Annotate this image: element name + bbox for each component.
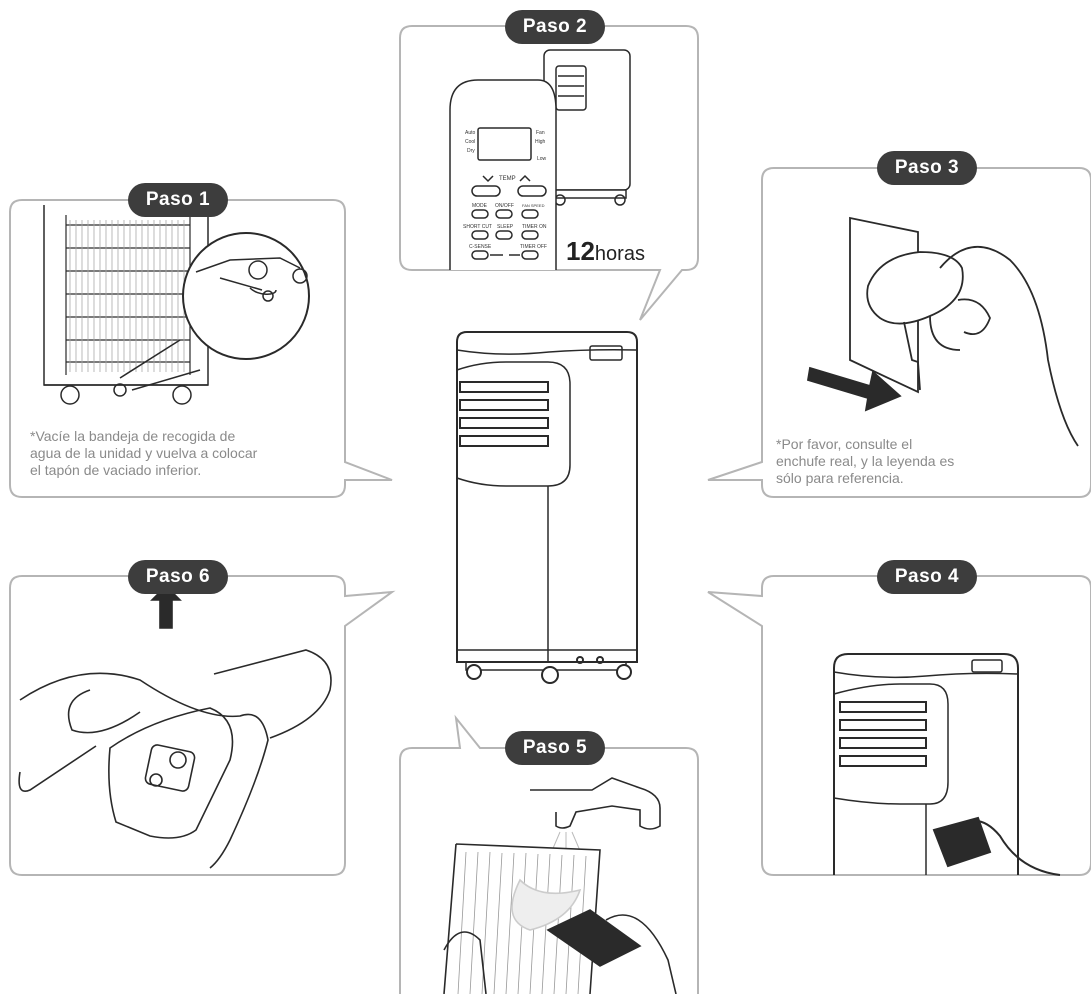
remote-btn-shortcut: SHORT CUT xyxy=(463,224,492,230)
step3-note-line: *Por favor, consulte el xyxy=(776,436,954,453)
step1-note-line: *Vacíe la bandeja de recogida de xyxy=(30,428,257,445)
step4-illustration xyxy=(834,654,1060,875)
drying-time: 12horas xyxy=(566,236,645,267)
step1-note: *Vacíe la bandeja de recogida de agua de… xyxy=(30,428,257,479)
step6-illustration xyxy=(19,586,331,868)
remote-btn-csense: C-SENSE xyxy=(469,244,491,250)
remote-mode-cool: Cool xyxy=(465,139,475,145)
remote-btn-onoff: ON/OFF xyxy=(495,203,514,209)
step1-note-line: el tapón de vaciado inferior. xyxy=(30,462,257,479)
step4-frame xyxy=(708,576,1091,875)
remote-btn-sleep: SLEEP xyxy=(497,224,513,230)
remote-btn-fanspeed: FAN SPEED xyxy=(522,203,544,208)
step1-note-line: agua de la unidad y vuelva a colocar xyxy=(30,445,257,462)
remote-btn-timeron: TIMER ON xyxy=(522,224,546,230)
remote-mode-high: High xyxy=(535,139,545,145)
center-ac-unit xyxy=(457,332,637,683)
step3-note: *Por favor, consulte el enchufe real, y … xyxy=(776,436,954,487)
step3-label: Paso 3 xyxy=(877,151,977,185)
step5-illustration xyxy=(444,778,676,994)
remote-mode-fan: Fan xyxy=(536,130,545,136)
remote-btn-mode: MODE xyxy=(472,203,487,209)
step6-label: Paso 6 xyxy=(128,560,228,594)
step3-note-line: enchufe real, y la leyenda es xyxy=(776,453,954,470)
step4-label: Paso 4 xyxy=(877,560,977,594)
step3-note-line: sólo para referencia. xyxy=(776,470,954,487)
remote-mode-low: Low xyxy=(537,156,546,162)
step1-label: Paso 1 xyxy=(128,183,228,217)
step3-illustration xyxy=(808,218,1078,446)
remote-mode-auto: Auto xyxy=(465,130,475,136)
remote-mode-dry: Dry xyxy=(467,148,475,154)
remote-btn-timeroff: TIMER OFF xyxy=(520,244,547,250)
step1-illustration xyxy=(44,205,309,404)
step5-label: Paso 5 xyxy=(505,731,605,765)
step2-label: Paso 2 xyxy=(505,10,605,44)
drying-time-unit: horas xyxy=(595,243,645,265)
remote-temp-label: TEMP xyxy=(499,176,516,182)
drying-time-number: 12 xyxy=(566,236,595,266)
